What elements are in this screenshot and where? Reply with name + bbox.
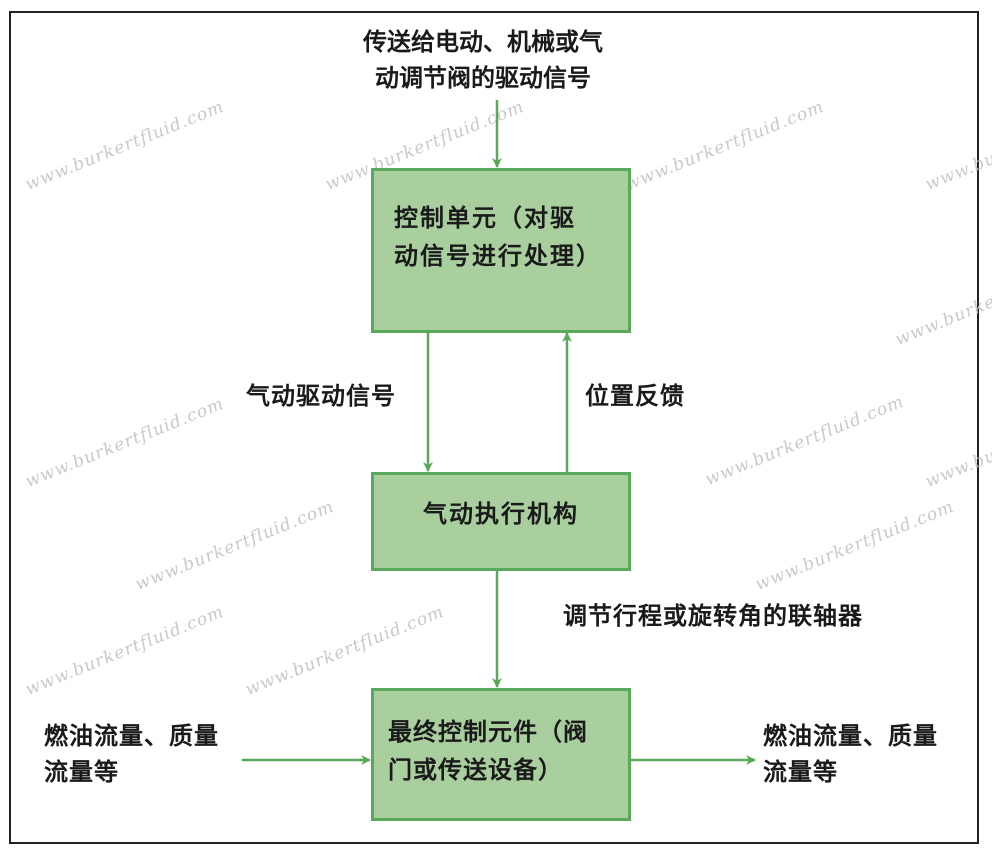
control-unit-line: 动信号进行处理） [394, 242, 602, 270]
control-unit-line: 控制单元（对驱 [394, 204, 576, 232]
final-element-box: 最终控制元件（阀 门或传送设备） [371, 688, 631, 821]
position-feedback-label: 位置反馈 [585, 382, 685, 410]
input-signal-line: 传送给电动、机械或气 [363, 28, 603, 56]
pneumatic-signal-label: 气动驱动信号 [246, 382, 396, 410]
input-flow-line: 燃油流量、质量 [44, 722, 219, 750]
diagram-frame [9, 11, 979, 844]
control-unit-box: 控制单元（对驱 动信号进行处理） [371, 168, 631, 333]
input-signal-label: 传送给电动、机械或气 动调节阀的驱动信号 [363, 24, 603, 96]
final-element-line: 门或传送设备） [388, 756, 563, 784]
actuator-box: 气动执行机构 [371, 472, 631, 571]
output-flow-line: 流量等 [763, 758, 838, 786]
output-flow-label: 燃油流量、质量 流量等 [763, 718, 938, 790]
final-element-line: 最终控制元件（阀 [388, 718, 588, 746]
input-flow-label: 燃油流量、质量 流量等 [44, 718, 219, 790]
input-signal-line: 动调节阀的驱动信号 [375, 64, 591, 92]
output-flow-line: 燃油流量、质量 [763, 722, 938, 750]
input-flow-line: 流量等 [44, 758, 119, 786]
coupling-label: 调节行程或旋转角的联轴器 [563, 602, 863, 630]
